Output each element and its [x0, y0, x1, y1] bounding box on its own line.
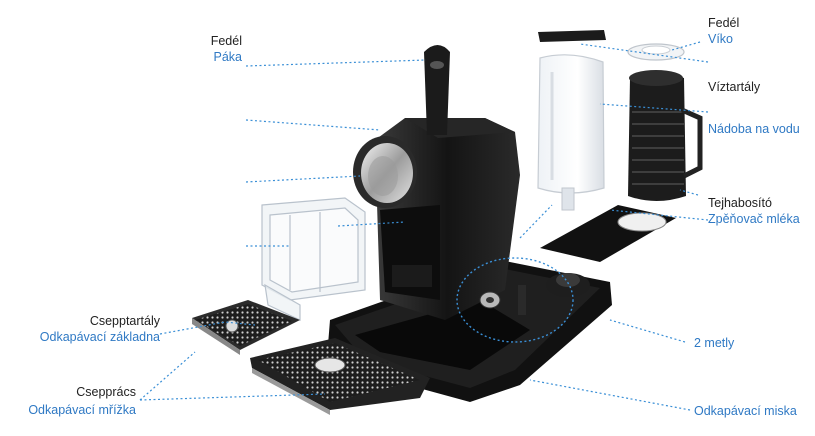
label-lever-hu: Fedél	[210, 34, 242, 48]
label-water-tank-cz: Nádoba na vodu	[708, 122, 800, 136]
label-drip-tray-cz: Odkapávací základna	[39, 330, 160, 344]
label-drip-base-cz: Odkapávací miska	[694, 404, 797, 418]
water-tank-lid	[538, 30, 606, 42]
label-drip-grid-hu: Csepprács	[76, 385, 136, 399]
label-milk-frother-hu: Tejhabosító	[708, 196, 772, 210]
frother-lid	[627, 43, 685, 61]
water-tank	[537, 54, 605, 211]
label-water-tank-hu: Víztartály	[708, 80, 761, 94]
label-drip-tray-hu: Csepptartály	[89, 314, 160, 328]
label-lid-hu: Fedél	[708, 16, 740, 30]
label-lever-cz: Páka	[213, 50, 243, 64]
whisks	[479, 285, 526, 315]
lever	[424, 45, 450, 135]
label-lid-cz: Víko	[708, 32, 734, 46]
leader-lines	[139, 41, 709, 411]
label-drip-grid-cz: Odkapávací mřížka	[28, 403, 136, 417]
whisk-area	[456, 257, 574, 343]
label-milk-frother-cz: Zpěňovač mléka	[708, 212, 800, 226]
frother-dock	[546, 273, 590, 297]
drip-grid	[250, 338, 430, 415]
frother-base-plate	[540, 205, 676, 262]
drip-tray	[192, 300, 300, 355]
chrome-knob	[353, 136, 417, 208]
capsule-container	[261, 197, 366, 321]
label-whisks-cz: 2 metly	[694, 336, 735, 350]
milk-frother	[628, 70, 703, 201]
